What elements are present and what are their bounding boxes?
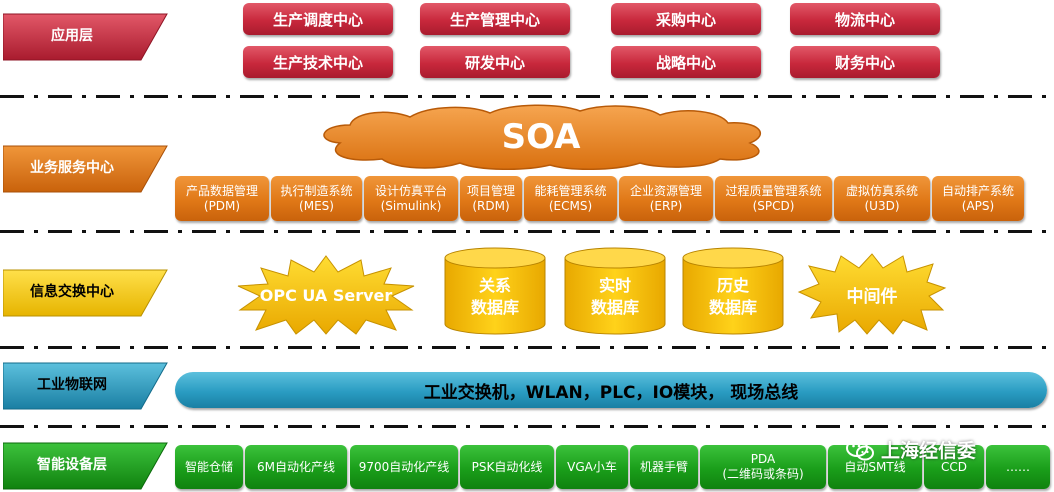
app-center-production-technology[interactable]: 生产技术中心 (243, 46, 393, 78)
business-system-pdm[interactable]: 产品数据管理 (PDM) (175, 176, 269, 221)
business-system-name: 执行制造系统 (280, 183, 353, 198)
business-system-abbr: (RDM) (472, 198, 510, 213)
device-label: 自动SMT线 (844, 459, 906, 474)
device-label: CCD (941, 459, 967, 474)
device-more[interactable]: …… (986, 445, 1050, 489)
layer-label-business: 业务服务中心 (30, 160, 114, 176)
business-system-ecms[interactable]: 能耗管理系统 (ECMS) (524, 176, 617, 221)
business-system-name: 虚拟仿真系统 (845, 183, 918, 198)
soa-cloud: SOA (310, 103, 772, 171)
business-system-abbr: (MES) (299, 198, 334, 213)
industrial-network-bar[interactable]: 工业交换机，WLAN，PLC，IO模块， 现场总线 (175, 372, 1047, 408)
business-system-abbr: (APS) (961, 198, 995, 213)
device-label: PDA (750, 452, 776, 466)
layer-separator (0, 95, 1054, 98)
layer-tag-iot: 工业物联网 (3, 361, 168, 410)
business-system-name: 自动排产系统 (941, 183, 1014, 198)
middleware-burst[interactable]: 中间件 (797, 252, 947, 336)
app-center-finance[interactable]: 财务中心 (790, 46, 940, 78)
layer-label-devices: 智能设备层 (37, 457, 107, 473)
layer-label-exchange: 信息交换中心 (30, 284, 114, 300)
device-label: 机器手臂 (639, 459, 688, 474)
device-robot-arm[interactable]: 机器手臂 (630, 445, 698, 489)
realtime-database[interactable]: 实时 数据库 (563, 246, 667, 336)
wechat-icon (845, 438, 875, 462)
device-label: 6M自动化产线 (257, 459, 335, 474)
app-center-rnd[interactable]: 研发中心 (420, 46, 570, 78)
history-database[interactable]: 历史 数据库 (681, 246, 785, 336)
business-system-name: 企业资源管理 (629, 183, 702, 198)
layer-tag-business: 业务服务中心 (3, 144, 168, 193)
watermark-text: 上海经信委 (881, 440, 977, 462)
layer-label-application: 应用层 (51, 28, 93, 44)
device-psk-line[interactable]: PSK自动化线 (460, 445, 554, 489)
device-6m-line[interactable]: 6M自动化产线 (245, 445, 347, 489)
opc-ua-server-burst[interactable]: OPC UA Server (236, 254, 416, 336)
relational-database[interactable]: 关系 数据库 (443, 246, 547, 336)
business-system-name: 项目管理 (466, 183, 515, 198)
business-system-abbr: (Simulink) (380, 198, 442, 213)
layer-label-iot: 工业物联网 (37, 377, 107, 393)
business-system-abbr: (PDM) (203, 198, 241, 213)
database-label-line2: 数据库 (590, 298, 639, 317)
business-system-name: 能耗管理系统 (534, 183, 607, 198)
device-vga-cart[interactable]: VGA小车 (556, 445, 628, 489)
business-system-name: 过程质量管理系统 (725, 183, 822, 198)
layer-tag-devices: 智能设备层 (3, 441, 168, 490)
business-system-abbr: (U3D) (864, 198, 900, 213)
database-label-line2: 数据库 (470, 298, 519, 317)
middleware-label: 中间件 (846, 286, 898, 307)
business-system-simulink[interactable]: 设计仿真平台 (Simulink) (364, 176, 458, 221)
watermark: 上海经信委 (845, 436, 976, 463)
business-system-abbr: (SPCD) (752, 198, 795, 213)
business-system-u3d[interactable]: 虚拟仿真系统 (U3D) (834, 176, 930, 221)
device-9700-line[interactable]: 9700自动化产线 (350, 445, 458, 489)
business-system-rdm[interactable]: 项目管理 (RDM) (460, 176, 522, 221)
database-label-line2: 数据库 (708, 298, 757, 317)
database-label-line1: 实时 (598, 276, 631, 295)
device-pda[interactable]: PDA (二维码或条码) (700, 445, 826, 489)
business-system-name: 设计仿真平台 (374, 183, 447, 198)
device-label: 9700自动化产线 (358, 459, 450, 474)
device-smart-warehouse[interactable]: 智能仓储 (175, 445, 243, 489)
device-label-sub: (二维码或条码) (722, 467, 804, 481)
device-label: PSK自动化线 (471, 459, 543, 474)
business-system-erp[interactable]: 企业资源管理 (ERP) (619, 176, 713, 221)
business-system-spcd[interactable]: 过程质量管理系统 (SPCD) (715, 176, 832, 221)
business-system-abbr: (ERP) (649, 198, 683, 213)
business-system-aps[interactable]: 自动排产系统 (APS) (932, 176, 1024, 221)
business-system-mes[interactable]: 执行制造系统 (MES) (271, 176, 362, 221)
device-label: VGA小车 (567, 459, 617, 474)
layer-separator (0, 230, 1054, 233)
device-label: …… (1006, 459, 1030, 474)
layer-tag-exchange: 信息交换中心 (3, 268, 168, 317)
app-center-strategy[interactable]: 战略中心 (611, 46, 761, 78)
database-label-line1: 关系 (478, 276, 511, 295)
business-system-name: 产品数据管理 (185, 183, 258, 198)
business-system-abbr: (ECMS) (548, 198, 593, 213)
device-smt-line[interactable]: 自动SMT线 (828, 445, 922, 489)
app-center-production-management[interactable]: 生产管理中心 (420, 3, 570, 35)
soa-label: SOA (501, 117, 581, 157)
layer-tag-application: 应用层 (3, 12, 168, 61)
app-center-production-dispatch[interactable]: 生产调度中心 (243, 3, 393, 35)
opc-ua-server-label: OPC UA Server (259, 285, 393, 305)
app-center-purchasing[interactable]: 采购中心 (611, 3, 761, 35)
layer-separator (0, 425, 1054, 428)
database-label-line1: 历史 (716, 276, 749, 295)
app-center-logistics[interactable]: 物流中心 (790, 3, 940, 35)
layer-separator (0, 346, 1054, 349)
device-ccd[interactable]: CCD (924, 445, 984, 489)
device-label: 智能仓储 (184, 459, 233, 474)
